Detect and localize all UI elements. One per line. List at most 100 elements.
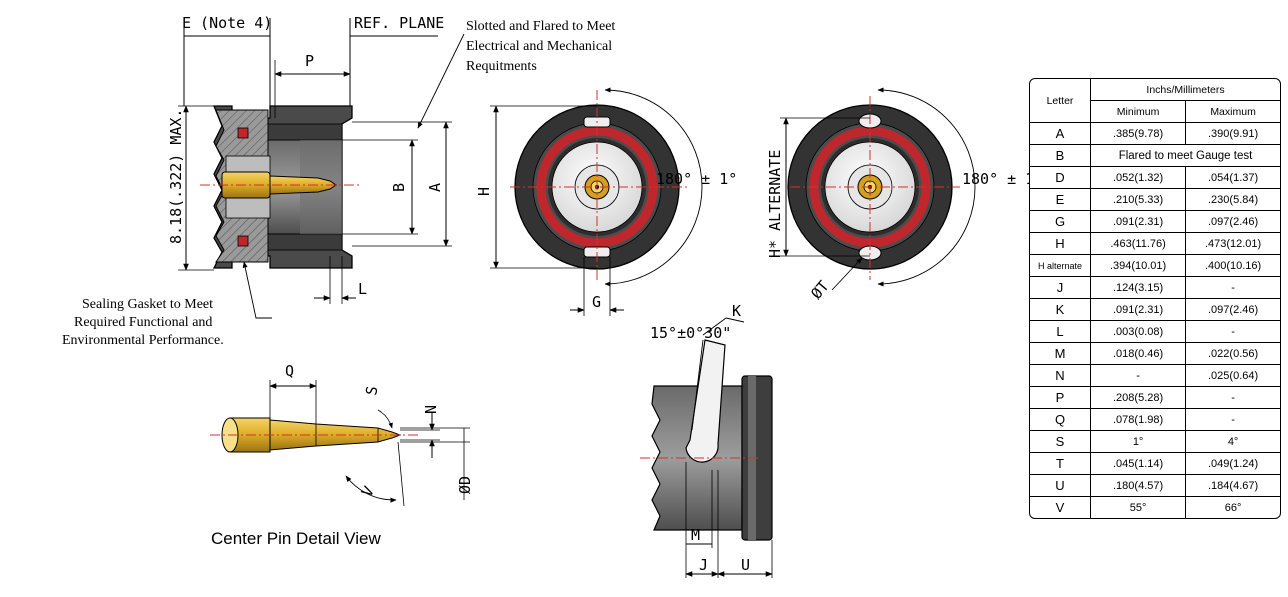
center-pin-detail — [210, 380, 470, 507]
row-min-value: .091(2.31) — [1089, 210, 1187, 233]
row-min-value: .003(0.08) — [1089, 320, 1187, 343]
front-view-standard — [490, 87, 703, 316]
row-min-value: .018(0.46) — [1089, 342, 1187, 365]
row-min-value: - — [1089, 364, 1187, 387]
table-row: D.052(1.32).054(1.37) — [1030, 166, 1280, 189]
dim-a: A — [426, 183, 444, 192]
dim-ref-plane: REF. PLANE — [354, 14, 444, 32]
row-min-value: .180(4.57) — [1089, 474, 1187, 497]
letter-header: Letter — [1030, 79, 1091, 123]
row-letter: D — [1030, 166, 1091, 189]
table-row: H alternate.394(10.01).400(10.16) — [1030, 254, 1280, 277]
row-letter: A — [1030, 122, 1091, 145]
row-letter: N — [1030, 364, 1091, 387]
row-letter: S — [1030, 430, 1091, 453]
row-max-value: .025(0.64) — [1185, 364, 1280, 387]
row-min-value: .078(1.98) — [1089, 408, 1187, 431]
note-slotted-line3: Requitments — [466, 59, 537, 74]
center-pin-caption: Center Pin Detail View — [211, 529, 381, 548]
row-min-value: 55° — [1089, 496, 1187, 518]
dim-g: G — [592, 293, 601, 311]
dim-b: B — [390, 183, 408, 192]
row-max-value: .473(12.01) — [1185, 232, 1280, 255]
row-max-value: .049(1.24) — [1185, 452, 1280, 475]
dimension-table: Letter Inchs/Millimeters Minimum Maximum… — [1029, 78, 1281, 519]
row-min-value: .124(3.15) — [1089, 276, 1187, 299]
row-min-value: 1° — [1089, 430, 1187, 453]
table-row: L.003(0.08)- — [1030, 320, 1280, 343]
dim-s: S — [362, 385, 381, 397]
row-min-value: .394(10.01) — [1089, 254, 1187, 277]
row-letter: U — [1030, 474, 1091, 497]
dim-max-height: 8.18(.322) MAX. — [167, 109, 185, 244]
row-min-value: .208(5.28) — [1089, 386, 1187, 409]
note-gasket-line3: Environmental Performance. — [62, 333, 224, 348]
row-letter: H alternate — [1030, 254, 1091, 277]
dim-e-note: E (Note 4) — [182, 14, 272, 32]
table-row: E.210(5.33).230(5.84) — [1030, 188, 1280, 211]
row-min-value: .091(2.31) — [1089, 298, 1187, 321]
row-letter: E — [1030, 188, 1091, 211]
dim-j: J — [699, 556, 708, 574]
units-header: Inchs/Millimeters — [1090, 79, 1280, 101]
row-max-value: 66° — [1185, 496, 1280, 518]
dim-h: H — [475, 187, 493, 196]
row-max-value: - — [1185, 276, 1280, 299]
row-max-value: .097(2.46) — [1185, 298, 1280, 321]
front-view-alternate — [780, 87, 976, 291]
row-max-value: .097(2.46) — [1185, 210, 1280, 233]
row-letter: L — [1030, 320, 1091, 343]
dim-angle-alternate: 180° ± 1° — [962, 170, 1043, 188]
dim-h-alternate: H* ALTERNATE — [766, 150, 784, 258]
slot-detail-view — [640, 317, 773, 578]
table-row: P.208(5.28)- — [1030, 386, 1280, 409]
dim-n: N — [422, 405, 440, 414]
row-max-value: .184(4.67) — [1185, 474, 1280, 497]
row-max-value: .400(10.16) — [1185, 254, 1280, 277]
table-row: T.045(1.14).049(1.24) — [1030, 452, 1280, 475]
row-letter: H — [1030, 232, 1091, 255]
table-row: M.018(0.46).022(0.56) — [1030, 342, 1280, 365]
table-row: U.180(4.57).184(4.67) — [1030, 474, 1280, 497]
table-row: N-.025(0.64) — [1030, 364, 1280, 387]
dim-v: V — [358, 483, 378, 500]
dim-t: ØT — [807, 277, 832, 302]
row-letter: J — [1030, 276, 1091, 299]
dim-m: M — [691, 526, 700, 544]
dim-k: K — [732, 302, 741, 320]
dim-u: U — [741, 556, 750, 574]
note-slotted-line1: Slotted and Flared to Meet — [466, 19, 615, 34]
table-row: Q.078(1.98)- — [1030, 408, 1280, 431]
table-row: K.091(2.31).097(2.46) — [1030, 298, 1280, 321]
dim-l: L — [358, 280, 367, 298]
row-min-value: .385(9.78) — [1089, 122, 1187, 145]
row-letter: Q — [1030, 408, 1091, 431]
note-gasket-line1: Sealing Gasket to Meet — [82, 297, 213, 312]
dim-d: ØD — [456, 476, 474, 494]
table-row: J.124(3.15)- — [1030, 276, 1280, 299]
row-span-value: Flared to meet Gauge test — [1090, 144, 1280, 167]
row-letter: V — [1030, 496, 1091, 518]
row-min-value: .052(1.32) — [1089, 166, 1187, 189]
row-max-value: .390(9.91) — [1185, 122, 1280, 145]
dim-p: P — [305, 52, 314, 70]
row-min-value: .045(1.14) — [1089, 452, 1187, 475]
side-section-view — [178, 18, 465, 319]
row-letter: B — [1030, 144, 1091, 167]
table-row: G.091(2.31).097(2.46) — [1030, 210, 1280, 233]
row-max-value: - — [1185, 408, 1280, 431]
row-max-value: - — [1185, 320, 1280, 343]
note-gasket-line2: Required Functional and — [74, 315, 212, 330]
row-letter: G — [1030, 210, 1091, 233]
row-max-value: .230(5.84) — [1185, 188, 1280, 211]
row-min-value: .463(11.76) — [1089, 232, 1187, 255]
dim-q: Q — [285, 362, 294, 380]
note-slotted-line2: Electrical and Mechanical — [466, 39, 612, 54]
table-row: A.385(9.78).390(9.91) — [1030, 122, 1280, 145]
dim-angle-standard: 180° ± 1° — [656, 170, 737, 188]
maximum-header: Maximum — [1185, 100, 1280, 123]
